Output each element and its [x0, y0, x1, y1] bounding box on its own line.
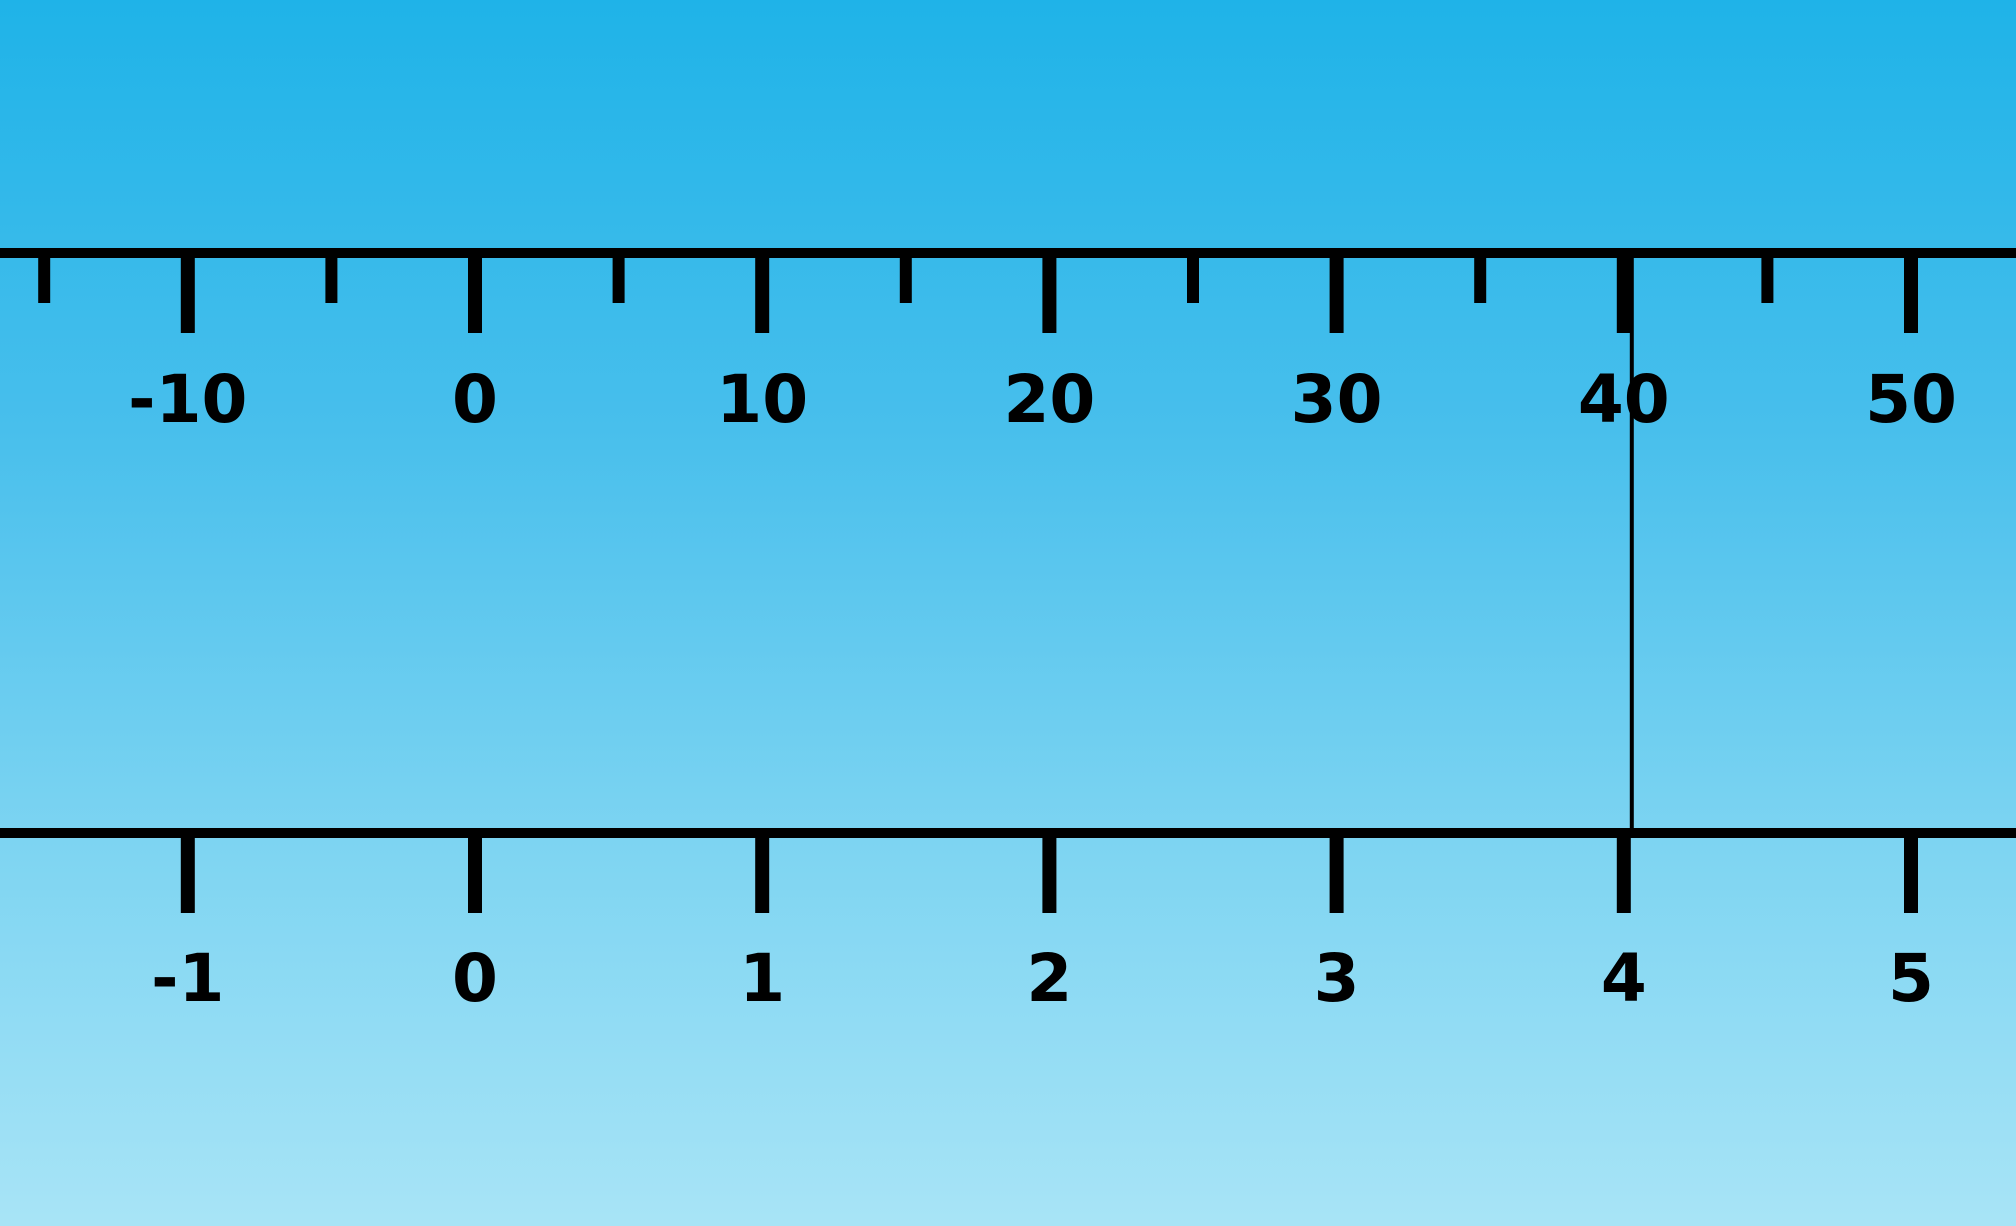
top-minor-tick	[38, 253, 51, 303]
top-major-tick	[755, 253, 770, 333]
top-major-tick	[1904, 253, 1918, 333]
top-tick-label: 30	[1291, 361, 1383, 438]
bottom-tick-label: 1	[739, 940, 785, 1017]
top-minor-tick	[899, 253, 912, 303]
bottom-major-tick	[1904, 833, 1918, 913]
bottom-major-tick	[1042, 833, 1057, 913]
bottom-tick-label: -1	[151, 940, 224, 1017]
top-major-tick	[468, 253, 482, 333]
top-minor-tick	[612, 253, 625, 303]
bottom-tick-label: 2	[1026, 940, 1072, 1017]
top-major-tick	[1329, 253, 1344, 333]
bottom-major-tick	[1616, 833, 1631, 913]
top-number-line: -10 0 10 20 30 40 50	[0, 248, 2016, 438]
top-tick-label: 0	[452, 361, 498, 438]
bottom-major-tick	[1329, 833, 1344, 913]
top-minor-tick	[1474, 253, 1487, 303]
top-tick-label: 20	[1003, 361, 1095, 438]
top-tick-label: 10	[716, 361, 808, 438]
top-major-tick	[1042, 253, 1057, 333]
top-minor-tick	[1761, 253, 1774, 303]
top-tick-label: -10	[128, 361, 247, 438]
top-major-tick	[1616, 253, 1631, 333]
top-minor-tick	[1187, 253, 1199, 303]
bottom-tick-label: 5	[1888, 940, 1934, 1017]
bottom-major-tick	[468, 833, 482, 913]
bottom-tick-label: 4	[1601, 940, 1647, 1017]
top-tick-label: 40	[1578, 361, 1670, 438]
bottom-major-tick	[755, 833, 770, 913]
top-major-tick	[180, 253, 195, 333]
top-tick-label: 50	[1865, 361, 1957, 438]
bottom-tick-label: 3	[1314, 940, 1360, 1017]
bottom-major-tick	[180, 833, 195, 913]
bottom-tick-label: 0	[452, 940, 498, 1017]
bottom-number-line: -1 0 1 2 3 4 5	[0, 828, 2016, 1017]
top-minor-tick	[325, 253, 338, 303]
